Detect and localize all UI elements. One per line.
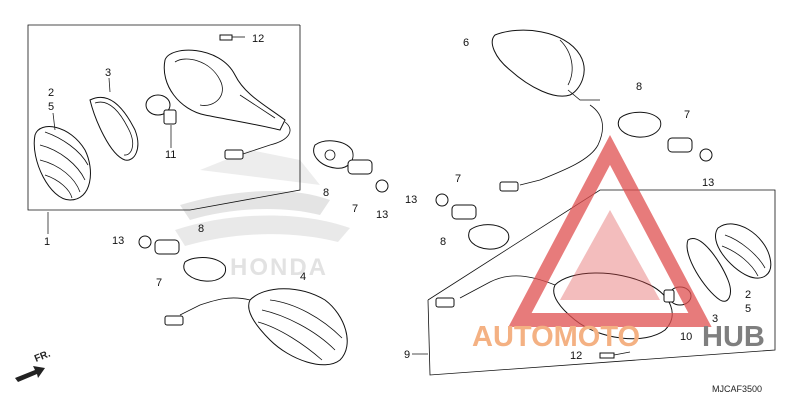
callout-11: 11 — [165, 149, 176, 161]
callout-8-right-top: 8 — [636, 81, 642, 93]
callout-7-right-top: 7 — [684, 109, 690, 121]
callout-5-right: 5 — [745, 303, 751, 315]
watermark-logo — [508, 135, 712, 327]
callout-10: 10 — [680, 331, 692, 343]
callout-13-lower-left: 13 — [112, 235, 124, 247]
callout-3-right: 3 — [712, 313, 718, 325]
rear-right-top-grommet-set — [617, 111, 713, 162]
direction-label: FR. — [33, 348, 52, 364]
watermark-text-automoto: AUTOMOTO — [472, 321, 640, 353]
middle-grommet-set — [313, 140, 389, 193]
callout-8-lower-left: 8 — [198, 223, 204, 235]
front-left-bulb — [145, 94, 177, 125]
callout-13-right-mid: 13 — [405, 194, 417, 206]
front-left-screw — [219, 34, 245, 41]
callout-2-top-left: 2 — [48, 87, 54, 99]
callout-7-lower-left: 7 — [156, 277, 162, 289]
callout-9: 9 — [404, 349, 410, 361]
callout-12-right: 12 — [570, 350, 582, 362]
callout-3-top-left: 3 — [105, 67, 111, 79]
callout-1: 1 — [44, 236, 50, 248]
callout-6: 6 — [463, 37, 469, 49]
callout-13-mid: 13 — [376, 209, 388, 221]
callout-7-mid: 7 — [352, 203, 358, 215]
rear-right-gasket — [686, 238, 731, 302]
callout-8-mid: 8 — [323, 187, 329, 199]
callout-7-right-mid: 7 — [455, 173, 461, 185]
left-assembly-frame — [27, 24, 301, 211]
watermark-text-hub: HUB — [702, 321, 765, 353]
front-left-housing — [163, 49, 291, 160]
rear-left-grommet-set — [138, 235, 227, 282]
front-direction-arrow: FR. — [15, 348, 52, 382]
honda-brand-text: HONDA — [230, 254, 328, 281]
front-left-lens — [33, 126, 91, 201]
callout-8-right-mid: 8 — [440, 236, 446, 248]
callout-13-right-top: 13 — [702, 177, 714, 189]
rear-left-housing — [164, 288, 348, 366]
rear-right-top-housing — [491, 29, 603, 192]
callout-4: 4 — [300, 271, 306, 283]
callout-2-right: 2 — [745, 289, 751, 301]
rear-right-screw — [599, 351, 631, 359]
diagram-code: MJCAF3500 — [712, 384, 762, 394]
callout-12-top: 12 — [252, 33, 264, 45]
rear-right-lens — [715, 223, 772, 279]
front-left-gasket — [89, 96, 139, 161]
callout-5-top-left: 5 — [48, 101, 54, 113]
rear-right-mid-grommet-set — [435, 193, 510, 250]
